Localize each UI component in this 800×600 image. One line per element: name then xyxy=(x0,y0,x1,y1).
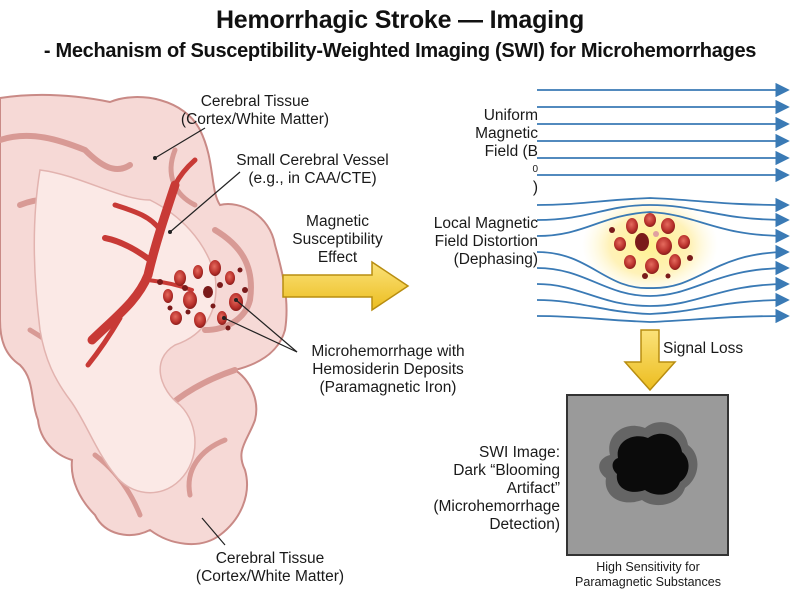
label-susceptibility: Magnetic Susceptibility Effect xyxy=(292,213,383,266)
blooming-artifact xyxy=(599,422,698,506)
label-local-distortion: Local Magnetic Field Distortion (Dephasi… xyxy=(433,215,538,268)
label-signal-loss: Signal Loss xyxy=(663,340,744,357)
sulcus-4 xyxy=(202,227,254,333)
distortion-glow xyxy=(582,195,718,295)
sulcus-6 xyxy=(186,437,228,498)
distorted-field-lines xyxy=(536,197,790,324)
label-swi-image: SWI Image: Dark “Blooming Artifact” (Mic… xyxy=(433,444,560,533)
label-vessel: Small Cerebral Vessel (e.g., in CAA/CTE) xyxy=(236,152,389,187)
microhemorrhage-cluster xyxy=(157,260,248,331)
leader-lines xyxy=(154,127,298,546)
label-tissue-bottom: Cerebral Tissue (Cortex/White Matter) xyxy=(195,550,345,585)
label-tissue-top: Cerebral Tissue (Cortex/White Matter) xyxy=(180,93,330,128)
signal-loss-arrow xyxy=(623,329,677,392)
uniform-field-lines xyxy=(537,82,790,183)
white-matter xyxy=(33,169,217,494)
sulcus-1 xyxy=(0,132,133,172)
distortion-blood-cells xyxy=(609,213,693,279)
page-subtitle: - Mechanism of Susceptibility-Weighted I… xyxy=(43,40,757,62)
susceptibility-arrow xyxy=(282,260,410,312)
cerebral-vessel xyxy=(85,157,198,368)
label-sensitivity: High Sensitivity for Paramagnetic Substa… xyxy=(575,560,721,589)
page-title: Hemorrhagic Stroke — Imaging xyxy=(215,6,585,34)
label-microhemorrhage: Microhemorrhage with Hemosiderin Deposit… xyxy=(311,343,465,396)
brain-section xyxy=(0,94,288,546)
